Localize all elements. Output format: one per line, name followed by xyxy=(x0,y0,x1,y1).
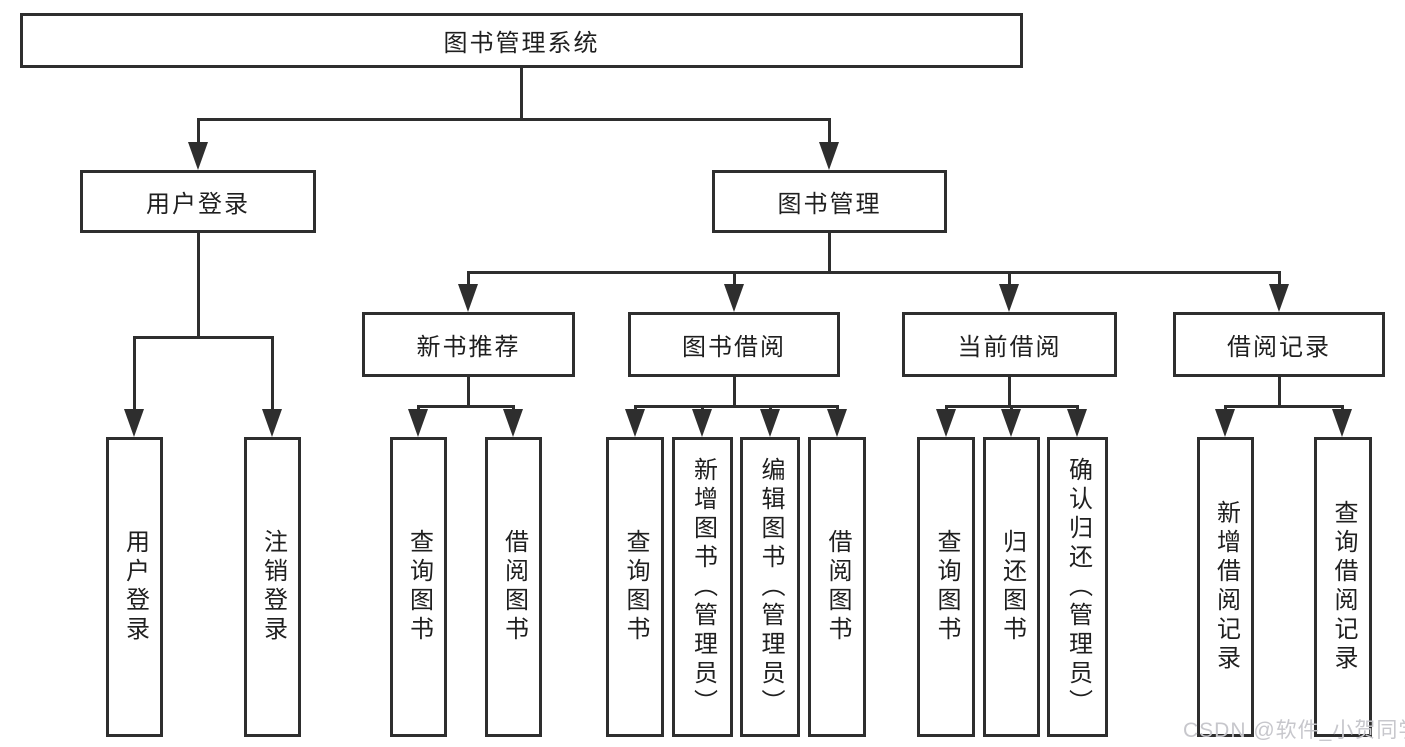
arrowhead-down-icon xyxy=(724,284,744,312)
leaf-current-return-books: 归还图书 xyxy=(983,437,1040,737)
leaf-user-login-label: 用户登录 xyxy=(121,529,149,645)
arrowhead-down-icon xyxy=(1332,409,1352,437)
connector-stem xyxy=(417,405,420,411)
node-borrow-records: 借阅记录 xyxy=(1173,312,1385,377)
node-new-book-recommend: 新书推荐 xyxy=(362,312,575,377)
arrowhead-down-icon xyxy=(408,409,428,437)
leaf-current-return-books-label: 归还图书 xyxy=(998,529,1026,645)
arrowhead-down-icon xyxy=(999,284,1019,312)
arrowhead-down-icon xyxy=(262,409,282,437)
connector-stem xyxy=(1076,405,1079,411)
arrowhead-down-icon xyxy=(1269,284,1289,312)
arrowhead-down-icon xyxy=(692,409,712,437)
connector-current-stem xyxy=(1008,377,1011,408)
leaf-records-add-record-label: 新增借阅记录 xyxy=(1212,500,1240,674)
connector-stem xyxy=(1224,405,1227,411)
arrowhead-down-icon xyxy=(1067,409,1087,437)
connector-level2-branch xyxy=(197,118,831,121)
leaf-borrow-edit-books-admin: 编辑图书（管理员） xyxy=(740,437,800,737)
arrowhead-down-icon xyxy=(1215,409,1235,437)
connector-stem xyxy=(467,271,470,286)
arrowhead-down-icon xyxy=(827,409,847,437)
leaf-current-query-books: 查询图书 xyxy=(917,437,975,737)
connector-stem xyxy=(836,405,839,411)
leaf-newbook-borrow-books: 借阅图书 xyxy=(485,437,542,737)
node-book-borrow: 图书借阅 xyxy=(628,312,840,377)
connector-stem xyxy=(1008,271,1011,286)
leaf-borrow-add-books-admin-label: 新增图书（管理员） xyxy=(689,456,717,718)
connector-stem xyxy=(1010,405,1013,411)
leaf-borrow-edit-books-admin-label: 编辑图书（管理员） xyxy=(757,456,784,718)
connector-root-stem xyxy=(520,68,523,118)
leaf-records-query-record: 查询借阅记录 xyxy=(1314,437,1372,737)
root-node-library-management-system: 图书管理系统 xyxy=(20,13,1023,68)
leaf-newbook-query-books: 查询图书 xyxy=(390,437,447,737)
leaf-newbook-query-books-label: 查询图书 xyxy=(405,529,433,645)
connector-borrow-branch xyxy=(634,405,838,408)
connector-stem xyxy=(945,405,948,411)
connector-stem xyxy=(1278,271,1281,286)
connector-records-stem xyxy=(1278,377,1281,408)
leaf-current-confirm-return-admin: 确认归还（管理员） xyxy=(1047,437,1108,737)
connector-newbook-stem xyxy=(467,377,470,408)
leaf-user-login: 用户登录 xyxy=(106,437,163,737)
arrowhead-down-icon xyxy=(1001,409,1021,437)
connector-stem xyxy=(512,405,515,411)
arrowhead-down-icon xyxy=(188,142,208,170)
leaf-records-query-record-label: 查询借阅记录 xyxy=(1330,500,1357,674)
connector-newbook-branch xyxy=(417,405,515,408)
connector-stem xyxy=(769,405,772,411)
connector-user-subtree-branch xyxy=(133,336,274,339)
connector-stem xyxy=(1341,405,1344,411)
leaf-borrow-borrow-books-label: 借阅图书 xyxy=(824,529,851,645)
csdn-watermark: CSDN @软件_小贺同学 xyxy=(1183,719,1405,742)
arrowhead-down-icon xyxy=(936,409,956,437)
connector-mgmt-subtree-stem xyxy=(828,233,831,274)
leaf-logout-login: 注销登录 xyxy=(244,437,301,737)
connector-borrow-stem xyxy=(733,377,736,408)
leaf-current-query-books-label: 查询图书 xyxy=(933,529,960,645)
arrowhead-down-icon xyxy=(458,284,478,312)
leaf-borrow-borrow-books: 借阅图书 xyxy=(808,437,866,737)
arrowhead-down-icon xyxy=(124,409,144,437)
connector-stem xyxy=(733,271,736,286)
connector-stem xyxy=(634,405,637,411)
connector-stem xyxy=(271,336,274,410)
connector-stem xyxy=(701,405,704,411)
arrowhead-down-icon xyxy=(625,409,645,437)
leaf-current-confirm-return-admin-label: 确认归还（管理员） xyxy=(1064,456,1092,718)
connector-book-mgmt-stem xyxy=(828,118,831,144)
arrowhead-down-icon xyxy=(760,409,780,437)
connector-stem xyxy=(133,336,136,410)
leaf-records-add-record: 新增借阅记录 xyxy=(1197,437,1254,737)
connector-user-subtree-stem xyxy=(197,233,200,339)
node-current-borrow: 当前借阅 xyxy=(902,312,1117,377)
leaf-borrow-add-books-admin: 新增图书（管理员） xyxy=(672,437,733,737)
node-book-management: 图书管理 xyxy=(712,170,947,233)
connector-level3-branch xyxy=(467,271,1281,274)
leaf-borrow-query-books-label: 查询图书 xyxy=(622,529,649,645)
arrowhead-down-icon xyxy=(819,142,839,170)
arrowhead-down-icon xyxy=(503,409,523,437)
leaf-newbook-borrow-books-label: 借阅图书 xyxy=(500,529,528,645)
leaf-borrow-query-books: 查询图书 xyxy=(606,437,664,737)
node-user-login: 用户登录 xyxy=(80,170,316,233)
connector-records-branch xyxy=(1224,405,1344,408)
connector-user-login-stem xyxy=(197,118,200,144)
leaf-logout-login-label: 注销登录 xyxy=(259,529,287,645)
